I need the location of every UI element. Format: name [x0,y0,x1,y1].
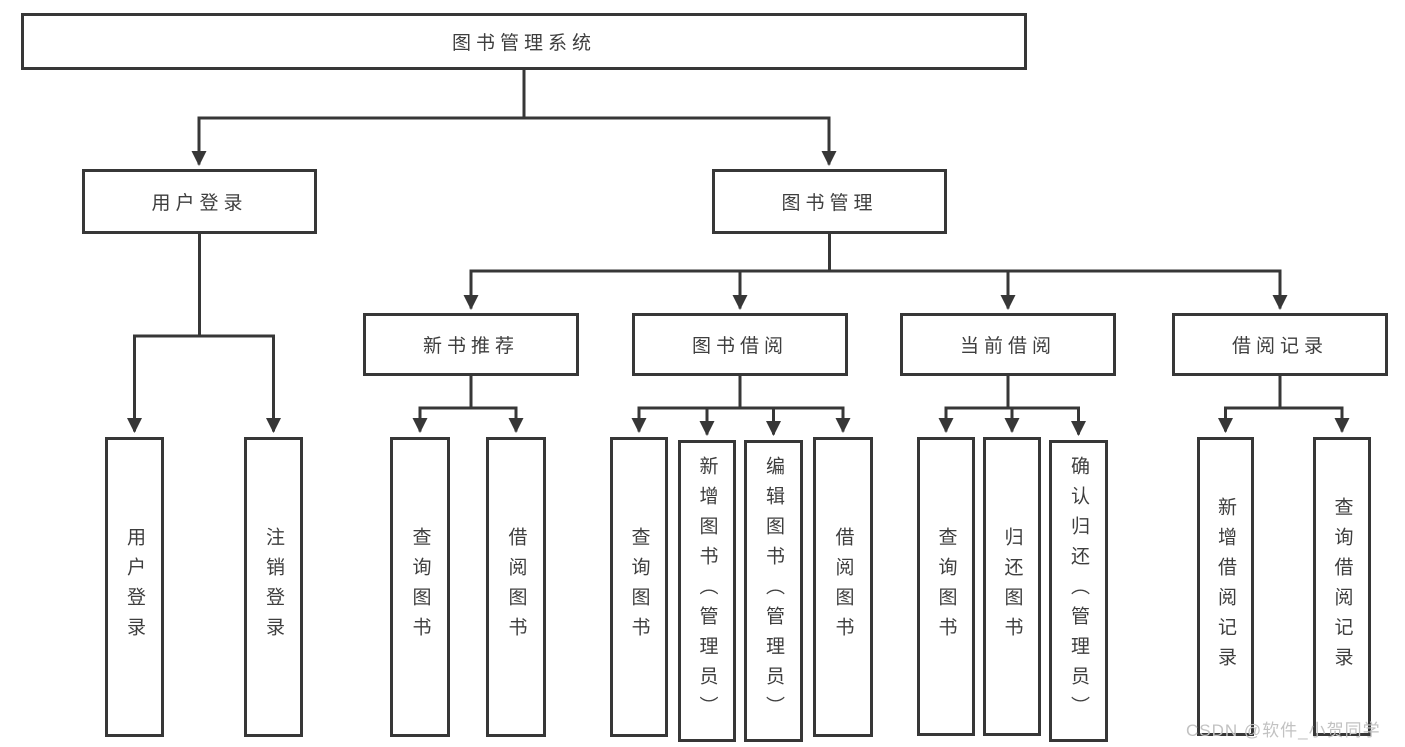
node-leaf-user-login: 用户登录 [105,437,164,737]
csdn-watermark: CSDN @软件_小贺同学 [1186,721,1381,740]
node-leaf-edit-books-admin: 编辑图书（管理员） [744,440,803,742]
node-leaf-query-books: 查询图书 [610,437,668,737]
node-book-management: 图书管理 [712,169,947,234]
node-leaf-query-books-rec: 查询图书 [390,437,450,737]
node-leaf-borrow-books: 借阅图书 [813,437,873,737]
node-library-management-system: 图书管理系统 [21,13,1027,70]
node-leaf-logout: 注销登录 [244,437,303,737]
node-leaf-query-borrow-record: 查询借阅记录 [1313,437,1371,736]
node-borrowing-records: 借阅记录 [1172,313,1388,376]
node-current-borrowing: 当前借阅 [900,313,1116,376]
node-leaf-add-borrow-record: 新增借阅记录 [1197,437,1254,736]
node-leaf-confirm-return-admin: 确认归还（管理员） [1049,440,1108,742]
node-leaf-query-books-current: 查询图书 [917,437,975,736]
node-leaf-add-books-admin: 新增图书（管理员） [678,440,736,742]
node-new-book-recommend: 新书推荐 [363,313,579,376]
node-user-login: 用户登录 [82,169,317,234]
node-leaf-borrow-books-rec: 借阅图书 [486,437,546,737]
node-leaf-return-books: 归还图书 [983,437,1041,736]
node-book-borrowing: 图书借阅 [632,313,848,376]
